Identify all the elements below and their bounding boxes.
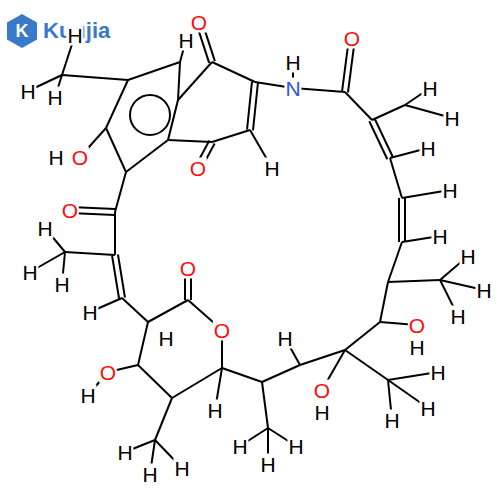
hydrogen-label: H [419, 398, 436, 419]
bond [253, 82, 258, 130]
bond [380, 282, 388, 322]
bond [128, 62, 180, 80]
atom-label: O [190, 12, 208, 33]
bond [148, 300, 188, 322]
atom-label: O [71, 147, 89, 168]
hydrogen-label: H [263, 158, 280, 179]
hydrogen-label: H [421, 78, 438, 99]
atom-label: O [179, 258, 197, 279]
hydrogen-label: H [431, 226, 448, 247]
hydrogen-label: H [66, 25, 83, 46]
bond [398, 198, 400, 242]
bond [247, 82, 252, 130]
hydrogen-label: H [53, 274, 70, 295]
hydrogen-label: H [79, 385, 96, 406]
bond [262, 382, 268, 428]
atom-label: O [313, 380, 331, 401]
bond [345, 350, 388, 380]
hydrogen-label: H [231, 436, 248, 457]
hydrogen-label: H [475, 280, 492, 301]
hydrogen-label: H [459, 246, 476, 267]
bond [212, 130, 250, 142]
hydrogen-label: H [141, 464, 158, 485]
bond [155, 398, 172, 440]
bond [172, 368, 222, 398]
bond [372, 105, 405, 120]
bond [114, 212, 116, 255]
bond [345, 92, 372, 120]
atom-label: O [343, 28, 361, 49]
bond [168, 140, 212, 142]
atom-label: O [408, 315, 426, 336]
hydrogen-label: H [19, 81, 36, 102]
atom-label: O [99, 362, 117, 383]
bond [212, 62, 255, 82]
hydrogen-label: H [441, 180, 458, 201]
bond [222, 368, 262, 382]
bond [138, 322, 148, 365]
bond [404, 198, 406, 242]
hydrogen-label: H [287, 436, 304, 457]
hydrogen-label: H [206, 400, 223, 421]
atom-label: N [284, 78, 301, 99]
hydrogen-label: H [173, 458, 190, 479]
bond [112, 255, 119, 298]
bond [178, 62, 212, 100]
hydrogen-label: H [157, 328, 174, 349]
bond [106, 128, 126, 172]
bond [300, 350, 345, 365]
bond [388, 280, 440, 282]
aromatic-ring [130, 95, 170, 135]
hydrogen-label: H [284, 52, 301, 73]
bond [262, 365, 300, 382]
atom-label: O [189, 158, 207, 179]
hydrogen-label: H [276, 328, 293, 349]
hydrogen-label: H [116, 442, 133, 463]
hydrogen-label: H [177, 30, 194, 51]
bond [62, 75, 128, 80]
bond [106, 80, 128, 128]
bond [178, 62, 180, 100]
hydrogen-label: H [46, 87, 63, 108]
hydrogen-label: H [419, 138, 436, 159]
bond [122, 298, 148, 322]
logo-letter: K [15, 22, 30, 40]
hydrogen-label: H [36, 218, 53, 239]
bond [138, 365, 172, 398]
hydrogen-label: H [429, 362, 446, 383]
hydrogen-label: H [21, 262, 38, 283]
hydrogen-label: H [81, 302, 98, 323]
hydrogen-label: H [47, 147, 64, 168]
bond [388, 242, 402, 282]
bond [126, 140, 168, 172]
bond-lines [28, 21, 484, 474]
atom-label: O [61, 200, 79, 221]
hydrogen-label: H [408, 337, 425, 358]
bond [65, 252, 115, 255]
bond [375, 119, 393, 157]
bond [115, 172, 126, 212]
bond [390, 158, 402, 198]
atom-label: O [213, 320, 231, 341]
hydrogen-label: H [449, 306, 466, 327]
bond [118, 255, 125, 298]
hydrogen-label: H [259, 454, 276, 475]
bond [345, 322, 380, 350]
hydrogen-label: H [443, 108, 460, 129]
logo-hexagon [7, 14, 37, 48]
hydrogen-label: H [383, 410, 400, 431]
hydrogen-label: H [313, 402, 330, 423]
